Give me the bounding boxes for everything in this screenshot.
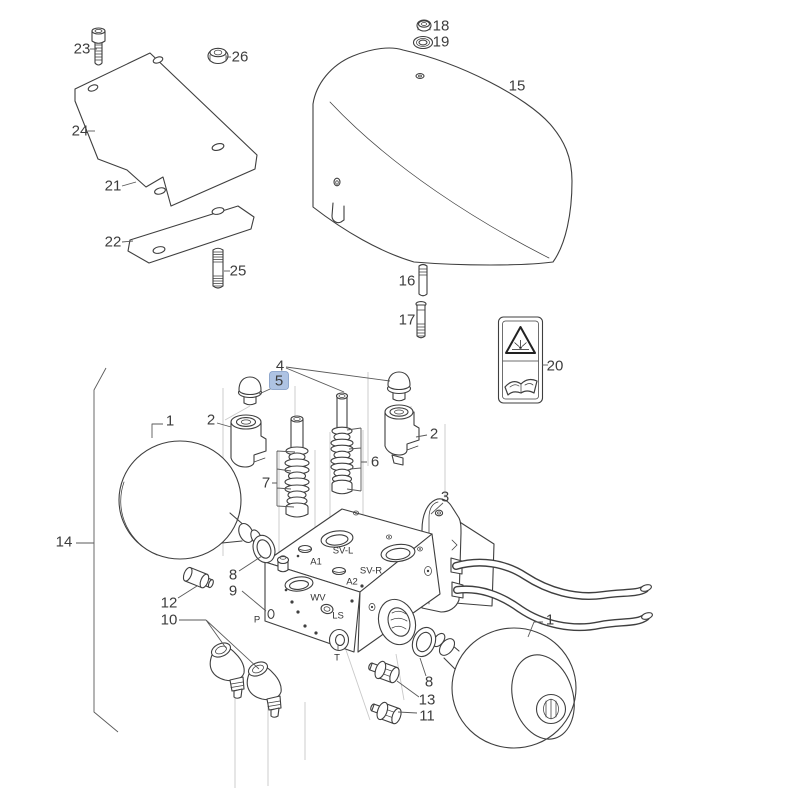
cartridge-valve-part-7 [284, 415, 310, 518]
flange-nut-part-18 [416, 19, 432, 32]
leader-lines [76, 48, 548, 733]
callout-8-left[interactable]: 8 [229, 567, 237, 584]
callout-14[interactable]: 14 [56, 534, 73, 551]
callout-10[interactable]: 10 [161, 612, 178, 629]
elbow-fitting-part-10-first [209, 642, 245, 699]
callout-26[interactable]: 26 [232, 49, 249, 66]
manual-book-icon [504, 378, 538, 396]
callout-1-right[interactable]: 1 [546, 612, 554, 629]
port-label-sv-l: SV-L [333, 546, 354, 557]
port-labels: SV-L A1 SV-R A2 WV LS P T [254, 546, 382, 664]
hex-plug-part-13 [368, 660, 400, 684]
callout-2-left[interactable]: 2 [207, 412, 215, 429]
callout-7[interactable]: 7 [262, 475, 270, 492]
stud-part-25 [212, 247, 224, 289]
protective-cover-part-15 [312, 47, 573, 266]
valve-body-part-2-right [384, 404, 420, 466]
cap-plug-part-5-left [237, 376, 263, 406]
cap-plug-part-4-right [386, 371, 412, 402]
port-label-a2: A2 [346, 577, 358, 588]
cartridge-valve-part-6 [330, 392, 354, 495]
callout-5-selected[interactable]: 5 [275, 373, 283, 390]
valve-block-part-9 [264, 508, 441, 653]
washer-part-19 [412, 35, 434, 50]
o-ring-part-8-right [411, 626, 437, 658]
callout-4[interactable]: 4 [276, 358, 284, 375]
callout-18[interactable]: 18 [433, 18, 450, 35]
pressure-accumulator-part-1-right [432, 627, 577, 749]
valve-body-part-2-left [230, 414, 267, 468]
warning-triangle-icon [505, 326, 536, 354]
callout-19[interactable]: 19 [433, 34, 450, 51]
callout-20[interactable]: 20 [547, 358, 564, 375]
callout-6[interactable]: 6 [371, 454, 379, 471]
port-label-a1: A1 [310, 557, 322, 568]
stud-part-16 [418, 263, 428, 297]
callout-15[interactable]: 15 [509, 78, 526, 95]
port-label-ls: LS [332, 611, 344, 622]
callout-16[interactable]: 16 [399, 273, 416, 290]
port-label-p: P [254, 615, 260, 626]
callout-9[interactable]: 9 [229, 583, 237, 600]
callout-8-right[interactable]: 8 [425, 674, 433, 691]
plug-fitting-part-12 [182, 566, 214, 589]
callout-23[interactable]: 23 [74, 41, 91, 58]
callout-5-highlight[interactable] [269, 371, 289, 390]
socket-screw-part-23 [91, 27, 106, 66]
port-label-sv-r: SV-R [360, 566, 382, 577]
callout-21[interactable]: 21 [105, 178, 122, 195]
callout-22[interactable]: 22 [105, 234, 122, 251]
cable-harness [452, 558, 653, 632]
callout-12[interactable]: 12 [161, 595, 178, 612]
callout-3[interactable]: 3 [441, 489, 449, 506]
port-label-wv: WV [310, 593, 326, 604]
mounting-bracket-part-21 [74, 52, 258, 207]
mounting-plate-part-22 [127, 205, 255, 264]
callout-25[interactable]: 25 [230, 263, 247, 280]
callout-1-left[interactable]: 1 [166, 413, 174, 430]
hex-nut-part-26 [207, 47, 229, 65]
warning-label-part-20 [497, 316, 544, 404]
stud-part-17 [415, 301, 427, 339]
callout-13[interactable]: 13 [419, 692, 436, 709]
callout-17[interactable]: 17 [399, 312, 416, 329]
callout-11[interactable]: 11 [419, 708, 435, 725]
callout-24[interactable]: 24 [72, 123, 89, 140]
o-ring-part-8-left [252, 534, 276, 564]
callout-2-right[interactable]: 2 [430, 426, 438, 443]
callout-labels: 23 26 24 21 22 25 18 19 15 16 17 20 4 5 … [56, 18, 564, 725]
port-label-t: T [334, 653, 340, 664]
elbow-fitting-part-10-second [246, 661, 282, 718]
